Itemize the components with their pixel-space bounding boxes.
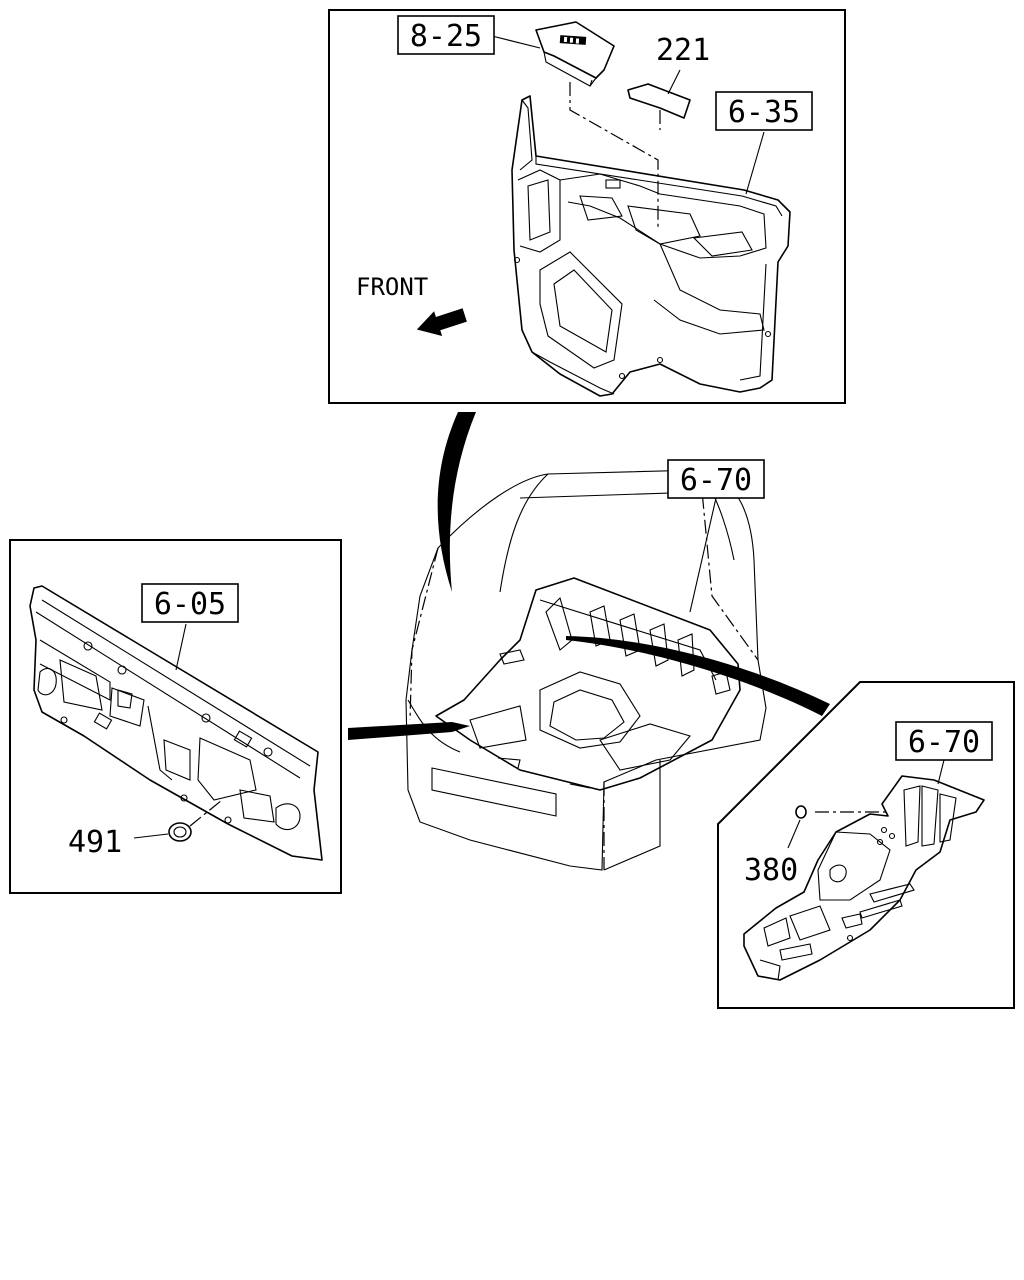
callout-8-25: 8-25 <box>397 15 495 55</box>
callout-label-grommet: 491 <box>68 825 122 860</box>
door-detail-pointer-arrow <box>437 412 476 592</box>
callout-label-floor-detail: 6-70 <box>908 725 980 760</box>
floor-panel-detail-drawing <box>743 775 985 981</box>
front-direction-label: FRONT <box>356 273 428 301</box>
floor-detail-panel: 6-70 380 <box>717 681 1015 1009</box>
callout-label-plug: 380 <box>744 853 798 888</box>
dash-panel-detail-panel: 6-05 491 <box>9 539 342 894</box>
grommet-drawing <box>168 822 192 842</box>
callout-label-door-clip: 221 <box>656 33 710 68</box>
trim-clip-hole <box>605 179 621 189</box>
callout-label-floor-main: 6-70 <box>680 463 752 498</box>
callout-label-door-trim: 6-35 <box>728 95 800 130</box>
floor-detail-frame <box>717 681 1015 1009</box>
front-arrow-icon <box>416 308 467 336</box>
cab-floor-panel-drawing <box>435 577 741 791</box>
callout-6-70-detail: 6-70 <box>895 721 993 761</box>
callout-label-dash-panel: 6-05 <box>154 587 226 622</box>
power-window-switch-drawing <box>535 21 615 87</box>
door-trim-detail-frame <box>328 9 846 404</box>
dash-panel-pointer-arrow <box>348 722 470 740</box>
callout-6-35: 6-35 <box>715 91 813 131</box>
plug-drawing <box>795 805 807 819</box>
callout-6-05: 6-05 <box>141 583 239 623</box>
trim-cover-cap-drawing <box>627 83 691 119</box>
callout-label-door-switch: 8-25 <box>410 19 482 54</box>
floor-detail-pointer-arrow <box>566 636 830 716</box>
door-trim-panel-drawing <box>511 95 791 397</box>
door-trim-detail-panel: 8-25 221 6-35 FRONT <box>328 9 846 404</box>
dash-panel-drawing <box>29 585 323 861</box>
callout-6-70-main: 6-70 <box>667 459 765 499</box>
